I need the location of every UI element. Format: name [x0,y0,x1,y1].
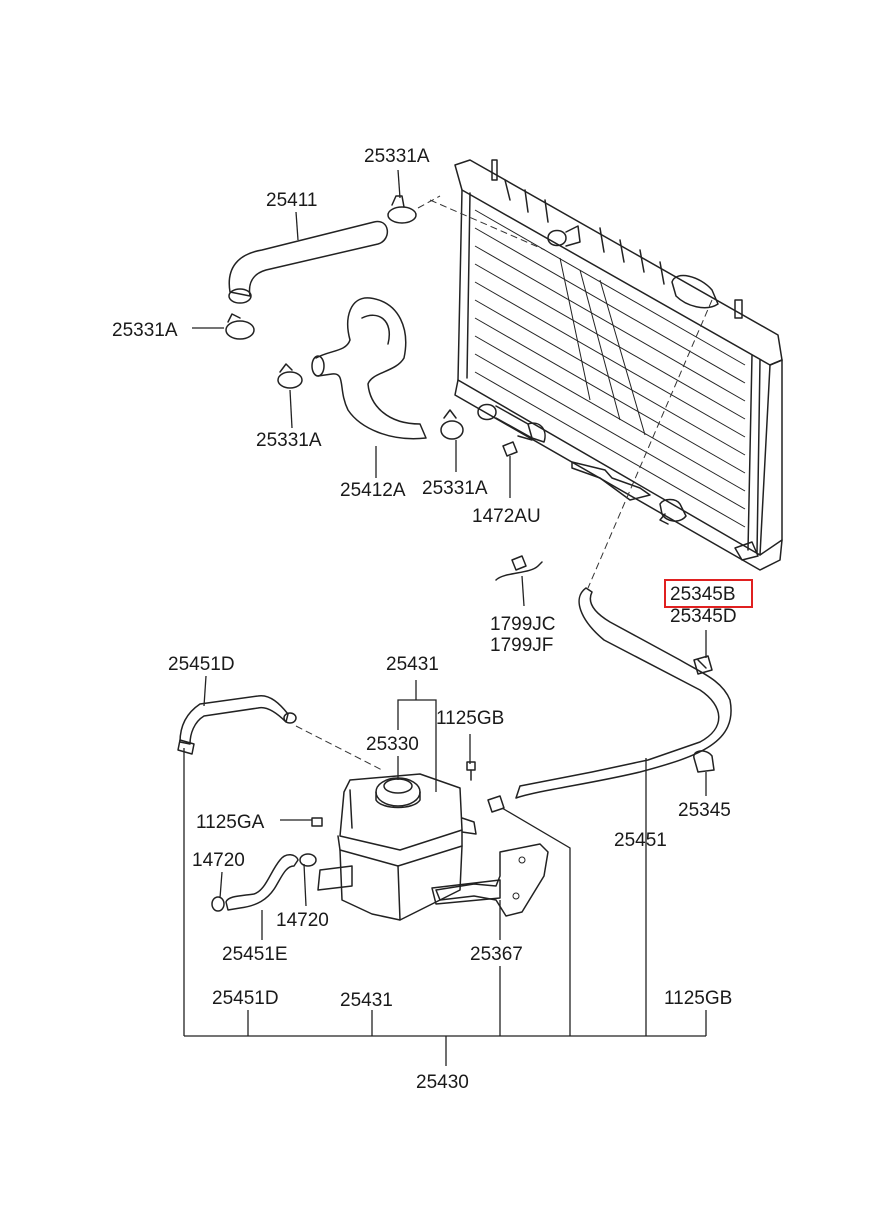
label-25331a-top: 25331A [364,146,430,167]
label-25431: 25431 [386,654,439,675]
clip-icon [495,555,543,581]
assembly-tree-lines [183,748,707,1066]
label-25451e: 25451E [222,944,288,965]
label-25331a-left: 25331A [112,320,178,341]
upper-radiator-hose [228,220,388,297]
main-overflow-hose [515,587,732,799]
label-25451: 25451 [614,830,667,851]
bolt-icon [466,761,476,781]
label-14720-a: 14720 [192,850,245,871]
bolt-icon [311,817,323,827]
bolt-icon [487,795,505,813]
label-25412a: 25412A [340,480,406,501]
reservoir-cap-icon [375,777,421,809]
label-25345: 25345 [678,800,731,821]
label-25345d: 25345D [670,606,737,627]
label-14720-b: 14720 [276,910,329,931]
hose-clamp-icon [277,363,303,389]
clip-icon [693,750,715,773]
label-1125ga: 1125GA [196,812,265,833]
short-hose [225,854,299,911]
label-25430: 25430 [416,1072,469,1093]
label-1125gb: 1125GB [436,708,504,729]
label-1799jf: 1799JF [490,635,553,656]
label-25330: 25330 [366,734,419,755]
label-assy-1125gb: 1125GB [664,988,732,1009]
lower-radiator-hose [315,297,427,440]
coolant-reservoir [317,773,501,921]
label-25411: 25411 [266,190,317,211]
overflow-hose [179,695,289,745]
radiator [454,159,783,571]
label-assy-25431: 25431 [340,990,393,1011]
label-assy-25451d: 25451D [212,988,279,1009]
label-25331a-bottom: 25331A [422,478,488,499]
highlight-box [664,579,753,608]
hose-clamp-icon [387,195,417,224]
mounting-bracket [435,843,549,917]
label-1472au: 1472AU [472,506,541,527]
bolt-icon [502,441,518,457]
label-25345b: 25345B [670,584,736,605]
label-25331a-mid: 25331A [256,430,322,451]
hose-clamp-icon [299,853,317,867]
label-25451d: 25451D [168,654,235,675]
label-1799jc: 1799JC [490,614,556,635]
hose-clamp-icon [225,313,255,340]
hose-clamp-icon [440,409,464,440]
leader-lines [192,169,707,940]
label-25367: 25367 [470,944,523,965]
clip-icon [693,655,713,675]
hose-clamp-icon [211,896,225,912]
